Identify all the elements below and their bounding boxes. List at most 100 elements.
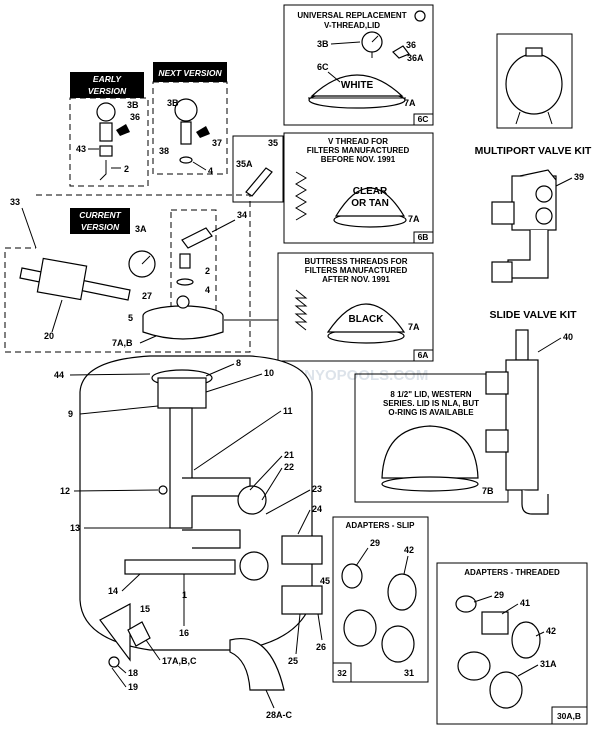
slip-adapter-part-a	[343, 609, 377, 647]
adapters-threaded-title: ADAPTERS - THREADED	[464, 568, 560, 577]
wrench-hub-part	[36, 257, 88, 301]
universal-title-2: V-THREAD,LID	[324, 21, 380, 30]
label-7ab: 7A,B	[112, 338, 133, 348]
label-3a: 3A	[135, 224, 147, 234]
current-version-frame	[4, 194, 251, 353]
label-31a: 31A	[540, 659, 557, 669]
label-31: 31	[404, 668, 414, 678]
code-6c-box	[413, 113, 434, 126]
lid-seal-part	[176, 295, 190, 309]
label-24: 24	[312, 504, 322, 514]
adapters-slip-box: ADAPTERS - SLIP 29 42 31 32	[332, 516, 429, 683]
label-7a-vthread: 7A	[408, 214, 420, 224]
label-7a-universal: 7A	[404, 98, 416, 108]
slip-nut-part	[387, 573, 417, 611]
clear-lid-part	[334, 187, 406, 217]
label-38: 38	[159, 146, 169, 156]
label-44: 44	[54, 370, 64, 380]
label-4-next: 4	[208, 166, 213, 176]
label-27: 27	[142, 291, 152, 301]
thumbnail-frame	[496, 33, 573, 129]
clear-lid-text-2: OR TAN	[351, 198, 389, 209]
multiport-port-bottom	[491, 261, 513, 283]
label-21: 21	[284, 450, 294, 460]
drain-cap-part	[108, 656, 120, 668]
slide-port-bottom	[485, 429, 509, 453]
slip-clip-part	[341, 563, 363, 589]
part-35-group: 35 35A	[232, 135, 284, 203]
current-oring-part	[176, 278, 194, 286]
clear-lid-text-1: CLEAR	[353, 186, 388, 197]
next-version-tag	[153, 62, 227, 82]
slide-valve-kit: 40	[485, 329, 573, 515]
label-15: 15	[140, 604, 150, 614]
code-6b-box	[413, 231, 434, 244]
label-33: 33	[10, 197, 20, 207]
western-lid-part	[381, 425, 479, 479]
lid-body-part	[142, 316, 224, 340]
threaded-clip-part	[455, 595, 477, 613]
air-relief-valve-part	[392, 45, 410, 59]
label-3b-next: 3B	[167, 98, 179, 108]
label-37: 37	[212, 138, 222, 148]
next-valve-part	[196, 126, 210, 138]
next-gauge-part	[174, 98, 198, 122]
next-version-text: NEXT VERSION	[158, 68, 222, 78]
label-34: 34	[237, 210, 247, 220]
universal-lid-frame	[283, 4, 434, 126]
western-line-3: O-RING IS AVAILABLE	[388, 408, 474, 417]
label-36a: 36A	[407, 53, 424, 63]
vthread-lid-frame	[283, 132, 434, 244]
western-oring-part	[381, 476, 479, 492]
universal-lid-box: UNIVERSAL REPLACEMENT V-THREAD,LID WHITE…	[283, 4, 434, 126]
buttress-title-3: AFTER NOV. 1991	[322, 275, 390, 284]
label-13: 13	[70, 523, 80, 533]
label-41: 41	[520, 598, 530, 608]
adapters-slip-frame	[332, 516, 429, 683]
bulkhead-fitting-bottom	[239, 551, 269, 581]
filter-thumbnail	[496, 33, 573, 129]
drain-valve-part	[127, 621, 151, 647]
label-26: 26	[316, 642, 326, 652]
threaded-adapter-part-b	[457, 651, 491, 681]
threaded-adapter-part-c	[489, 671, 523, 709]
label-45: 45	[320, 576, 330, 586]
label-29-slip: 29	[370, 538, 380, 548]
buttress-lid-frame	[277, 252, 434, 362]
label-28: 28A-C	[266, 710, 293, 720]
current-version-text-1: CURRENT	[79, 210, 121, 220]
bulkhead-fitting-top	[237, 485, 267, 515]
label-39: 39	[574, 172, 584, 182]
early-adapter-part	[99, 122, 113, 142]
label-20: 20	[44, 331, 54, 341]
early-valve-part	[116, 124, 130, 136]
buttress-title-2: FILTERS MANUFACTURED	[305, 266, 408, 275]
pool-icon	[414, 10, 426, 22]
code-6b: 6B	[418, 232, 429, 242]
buttress-lid-box: BUTTRESS THREADS FOR FILTERS MANUFACTURE…	[277, 252, 434, 362]
multiport-valve-kit: 39	[491, 169, 584, 283]
label-11: 11	[283, 406, 293, 416]
label-16: 16	[179, 628, 189, 638]
code-30ab: 30A,B	[557, 711, 581, 721]
threaded-nut-part	[511, 621, 541, 659]
label-2-current: 2	[205, 266, 210, 276]
slide-elbow	[521, 490, 549, 515]
early-gauge-part	[96, 102, 116, 122]
tank-lateral-pipe-lower	[182, 529, 241, 549]
v-thread-profile	[295, 171, 307, 221]
label-42-slip: 42	[404, 545, 414, 555]
black-lid-text: BLACK	[349, 314, 385, 325]
western-line-1: 8 1/2" LID, WESTERN	[390, 390, 471, 399]
label-6c: 6C	[317, 62, 329, 72]
label-14: 14	[108, 586, 118, 596]
label-36-universal: 36	[406, 40, 416, 50]
label-25: 25	[288, 656, 298, 666]
universal-title-1: UNIVERSAL REPLACEMENT	[297, 11, 406, 20]
label-18: 18	[128, 668, 138, 678]
code-32: 32	[337, 668, 347, 678]
label-5: 5	[128, 313, 133, 323]
tank-laterals	[124, 559, 236, 575]
label-43: 43	[76, 144, 86, 154]
current-valve-part	[181, 227, 213, 249]
